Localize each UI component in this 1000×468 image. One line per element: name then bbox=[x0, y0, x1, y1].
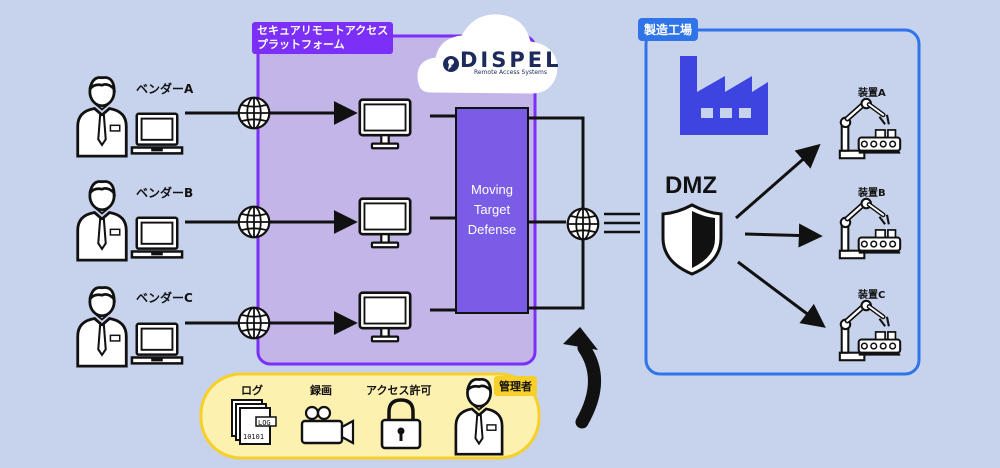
platform-tag: セキュアリモートアクセス プラットフォーム bbox=[252, 22, 394, 54]
shield-icon bbox=[661, 203, 723, 276]
globe-icon bbox=[566, 207, 600, 241]
mtd-line1: Moving bbox=[471, 182, 513, 197]
connector-line bbox=[528, 116, 585, 208]
connector-line bbox=[744, 223, 823, 248]
admin-panel bbox=[199, 372, 541, 460]
arrow-head-icon bbox=[563, 327, 598, 350]
connector-line bbox=[735, 143, 821, 220]
vendor-b-laptop-icon bbox=[130, 216, 184, 259]
platform-tag-line2: プラットフォーム bbox=[257, 38, 345, 51]
vendor-a-laptop-icon bbox=[130, 112, 184, 155]
globe-icon bbox=[237, 96, 271, 130]
factory-icon bbox=[680, 56, 768, 135]
mtd-label: Moving Target Defense bbox=[456, 180, 528, 240]
robot-arm-icon bbox=[840, 199, 900, 258]
dmz-label: DMZ bbox=[665, 172, 717, 199]
vendor-b-label: ベンダーB bbox=[136, 186, 194, 200]
mtd-line2: Target bbox=[473, 202, 511, 217]
video-camera-icon bbox=[300, 405, 355, 445]
device-b-label: 装置B bbox=[858, 188, 886, 199]
device-c-label: 装置C bbox=[858, 290, 886, 301]
moving-target-defense-block bbox=[455, 107, 529, 314]
admin-access-arrow bbox=[575, 341, 601, 429]
mtd-line3: Defense bbox=[467, 222, 517, 237]
vendor-c-label: ベンダーC bbox=[136, 291, 193, 305]
log-file-icon: LOG 10101 bbox=[231, 399, 277, 445]
connector-line bbox=[528, 240, 585, 310]
vendor-c-person-icon bbox=[76, 286, 128, 368]
vendor-c-laptop-icon bbox=[130, 322, 184, 365]
feature-permission-label: アクセス許可 bbox=[366, 384, 432, 397]
vendor-a-label: ベンダーA bbox=[136, 82, 194, 96]
connector-line bbox=[737, 260, 826, 328]
log-tag-text: LOG bbox=[258, 419, 271, 427]
robot-arm-icon bbox=[840, 99, 900, 158]
vendor-b-person-icon bbox=[76, 180, 128, 262]
padlock-icon bbox=[380, 398, 422, 450]
robot-arm-icon bbox=[840, 301, 900, 360]
vendor-a-person-icon bbox=[76, 76, 128, 158]
log-binary-text: 10101 bbox=[243, 433, 264, 441]
brand-subtitle: Remote Access Systems bbox=[474, 69, 548, 76]
cloud-icon bbox=[417, 14, 558, 94]
factory-zone bbox=[644, 28, 921, 376]
factory-tag: 製造工場 bbox=[638, 18, 699, 41]
feature-record-label: 録画 bbox=[310, 384, 332, 397]
brand-name: DISPEL bbox=[460, 48, 562, 72]
admin-tag: 管理者 bbox=[494, 376, 537, 396]
platform-tag-line1: セキュアリモートアクセス bbox=[257, 24, 389, 37]
dispel-logo-icon bbox=[443, 56, 459, 72]
globe-icon bbox=[237, 205, 271, 239]
device-a-label: 装置A bbox=[858, 88, 886, 99]
globe-icon bbox=[237, 306, 271, 340]
feature-log-label: ログ bbox=[241, 384, 263, 397]
